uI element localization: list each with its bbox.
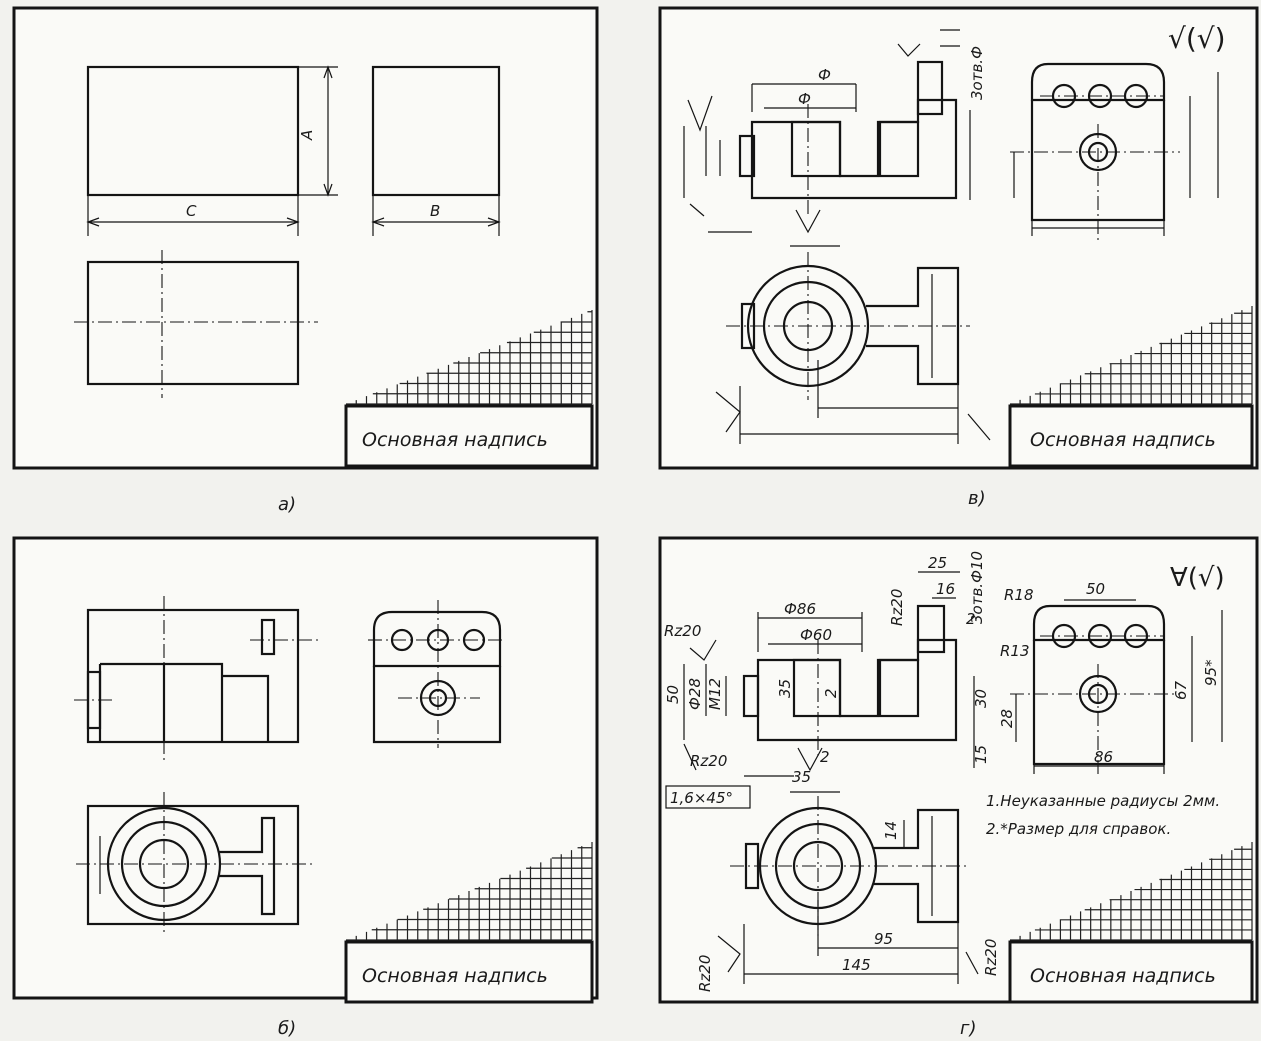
dim-95: 95 bbox=[874, 930, 893, 948]
panel-g-front-section: Ф86 Ф60 25 16 3отв.Ф10 2 Rz20 Rz20 50 Ф2… bbox=[664, 551, 990, 809]
dim-145: 145 bbox=[842, 956, 871, 974]
grid-lines bbox=[1010, 306, 1253, 405]
dim-35-horiz: 35 bbox=[792, 768, 811, 786]
dim-r13: R13 bbox=[1000, 642, 1030, 660]
dim-50-top: 50 bbox=[1086, 580, 1105, 598]
dim-rz20-left: Rz20 bbox=[664, 622, 701, 640]
panel-v-caption: в) bbox=[968, 488, 986, 509]
dim-rz20-top: Rz20 bbox=[888, 589, 906, 626]
dim-r18: R18 bbox=[1004, 586, 1034, 604]
dim-phi28: Ф28 bbox=[686, 678, 704, 710]
dim-rz20-bottom: Rz20 bbox=[696, 955, 714, 992]
dim-two-top: 2 bbox=[966, 610, 976, 628]
panel-b-title-block bbox=[344, 940, 594, 1004]
dim-95-star: 95* bbox=[1202, 659, 1220, 686]
panel-g-grid bbox=[1010, 842, 1253, 941]
panel-v-title-text: Основная надпись bbox=[1030, 429, 1216, 451]
panel-a-caption: а) bbox=[278, 494, 296, 515]
dim-two-mid: 2 bbox=[822, 688, 840, 698]
dim-c: С bbox=[186, 202, 197, 220]
dim-phi86: Ф86 bbox=[784, 600, 816, 618]
grid-lines bbox=[1010, 842, 1253, 941]
dim-chamfer: 1,6×45° bbox=[670, 789, 733, 807]
note-2: 2.*Размер для справок. bbox=[986, 820, 1171, 838]
panel-g: Основная надпись ∀(√) Ф86 Ф60 25 16 3отв… bbox=[658, 536, 1259, 1039]
panel-a-title-text: Основная надпись bbox=[362, 429, 548, 451]
dim-14: 14 bbox=[882, 821, 900, 840]
panel-g-caption: г) bbox=[960, 1018, 976, 1039]
dim-16: 16 bbox=[936, 580, 955, 598]
dim-25: 25 bbox=[928, 554, 947, 572]
panel-a: Основная надпись А С В а) bbox=[12, 6, 599, 515]
dim-67: 67 bbox=[1172, 680, 1190, 700]
dim-50-left: 50 bbox=[664, 685, 682, 704]
panel-b-top-view bbox=[76, 792, 316, 936]
panel-b-title-text: Основная надпись bbox=[362, 965, 548, 987]
panel-b-caption: б) bbox=[278, 1018, 296, 1039]
dim-rz20-right: Rz20 bbox=[982, 939, 1000, 976]
dim-28: 28 bbox=[998, 709, 1016, 728]
panel-v-side-view bbox=[1010, 62, 1219, 240]
panel-b-front-view bbox=[74, 596, 318, 760]
panel-b-side-view bbox=[368, 600, 506, 748]
panel-v-top-view bbox=[715, 252, 991, 444]
dim-b: В bbox=[430, 202, 440, 220]
panel-v-front-section: Ф Ф 3отв.Ф bbox=[683, 29, 986, 247]
dim-m12: M12 bbox=[706, 678, 724, 710]
dim-35-vert: 35 bbox=[776, 679, 794, 698]
panel-v-title-block bbox=[1008, 404, 1254, 468]
dim-phi60: Ф60 bbox=[800, 626, 832, 644]
dim-phi-inner: Ф bbox=[798, 90, 811, 108]
panel-v-roughness-mark: √(√) bbox=[1168, 22, 1226, 55]
grid-lines bbox=[346, 310, 593, 405]
panel-g-top-view: 14 95 145 Rz20 Rz20 bbox=[696, 796, 1000, 992]
dim-two-bottom: 2 bbox=[820, 748, 830, 766]
panel-g-title-text: Основная надпись bbox=[1030, 965, 1216, 987]
panel-v-grid bbox=[1010, 306, 1253, 405]
dim-86: 86 bbox=[1094, 748, 1113, 766]
dim-15: 15 bbox=[972, 745, 990, 764]
panel-a-grid bbox=[346, 310, 593, 405]
panel-a-side-view: В bbox=[371, 65, 501, 236]
dim-holes-10: 3отв.Ф10 bbox=[968, 551, 986, 624]
panel-a-title-block bbox=[344, 404, 594, 468]
panel-g-side-view: 50 R18 R13 86 28 67 95* bbox=[998, 580, 1223, 778]
dim-holes: 3отв.Ф bbox=[968, 46, 986, 100]
panel-v: Основная надпись √(√) Ф Ф 3отв.Ф bbox=[658, 6, 1259, 509]
note-1: 1.Неуказанные радиусы 2мм. bbox=[986, 792, 1220, 810]
panel-b: Основная надпись bbox=[12, 536, 599, 1039]
dim-30: 30 bbox=[972, 689, 990, 708]
panel-a-front-view: А С bbox=[86, 65, 338, 236]
panel-g-roughness-mark: ∀(√) bbox=[1170, 563, 1225, 593]
grid-lines bbox=[346, 842, 593, 941]
panel-a-top-view bbox=[74, 250, 318, 398]
panel-g-title-block bbox=[1008, 940, 1254, 1004]
dim-a: А bbox=[298, 130, 316, 141]
dim-rz20-bottom-left: Rz20 bbox=[690, 752, 727, 770]
panel-b-grid bbox=[346, 842, 593, 941]
dim-phi-outer: Ф bbox=[818, 66, 831, 84]
